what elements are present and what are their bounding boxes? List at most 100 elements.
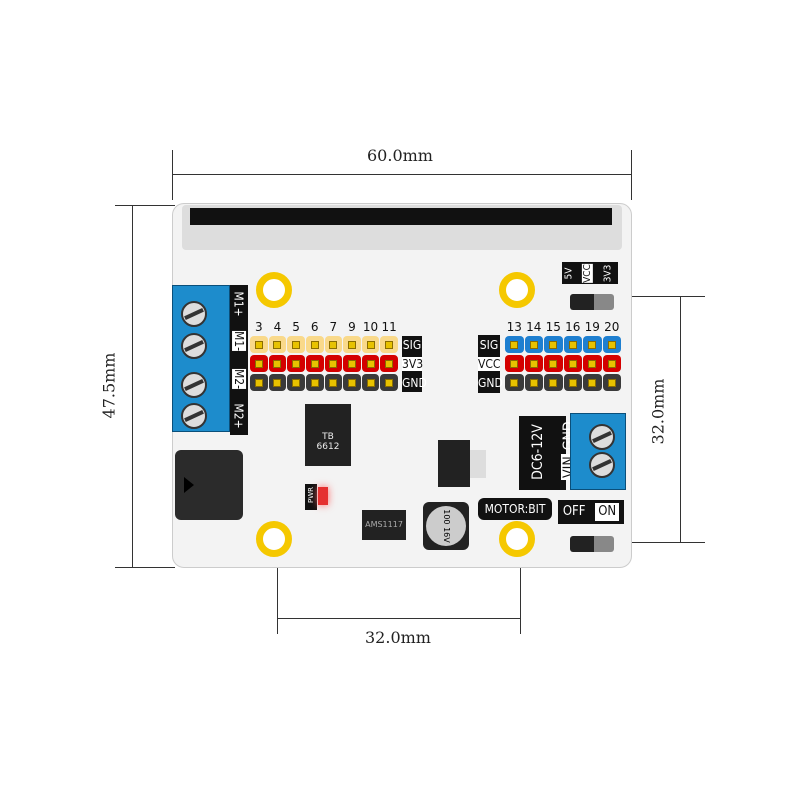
buzzer bbox=[175, 450, 243, 520]
regulator-lower: AMS1117 bbox=[362, 510, 406, 540]
mounting-hole bbox=[256, 521, 292, 557]
header-pin[interactable] bbox=[287, 374, 305, 391]
header-pin[interactable] bbox=[583, 336, 602, 353]
header-pin[interactable] bbox=[250, 374, 268, 391]
extension-line bbox=[520, 542, 521, 634]
header-pin[interactable] bbox=[268, 355, 287, 372]
header-pin[interactable] bbox=[361, 336, 380, 353]
extension-line bbox=[172, 150, 173, 200]
sig-label: SIG bbox=[479, 337, 499, 352]
header-pin[interactable] bbox=[602, 355, 621, 372]
header-pin[interactable] bbox=[287, 355, 305, 372]
header-pin[interactable] bbox=[524, 355, 543, 372]
dc-voltage-label: DC6-12V bbox=[530, 424, 546, 480]
gnd-label: GND bbox=[478, 376, 503, 391]
pin-number: 5 bbox=[292, 320, 300, 334]
hole-horizontal-label: 32.0mm bbox=[365, 628, 431, 647]
edge-connector-slot bbox=[190, 208, 612, 225]
header-pin[interactable] bbox=[563, 336, 582, 353]
pin-number: 9 bbox=[348, 320, 356, 334]
header-pin[interactable] bbox=[305, 336, 324, 353]
left-header-row-labels: SIG 3V3 GND bbox=[402, 336, 427, 392]
pin-number: 4 bbox=[273, 320, 282, 334]
extension-line bbox=[115, 567, 175, 568]
header-pin[interactable] bbox=[544, 355, 563, 372]
header-pin[interactable] bbox=[524, 374, 543, 391]
capacitor-value: 100 bbox=[442, 509, 451, 525]
header-pin[interactable] bbox=[343, 336, 361, 353]
dc-input-labels: DC6-12V VIN GND bbox=[519, 416, 577, 490]
on-label: ON bbox=[595, 503, 620, 521]
header-pin[interactable] bbox=[505, 374, 524, 391]
motor-terminal-block bbox=[172, 285, 230, 432]
header-pin[interactable] bbox=[268, 336, 287, 353]
header-pin[interactable] bbox=[250, 336, 268, 353]
height-label: 47.5mm bbox=[99, 352, 119, 419]
hole-horizontal-dimension-line bbox=[277, 618, 520, 619]
pin-number: 16 bbox=[565, 320, 581, 334]
chip-model: 6612 bbox=[316, 442, 340, 452]
power-select-jumper[interactable] bbox=[570, 294, 614, 310]
header-pin[interactable] bbox=[380, 355, 398, 372]
mounting-hole bbox=[499, 521, 535, 557]
motor-driver-chip: TB 6612 bbox=[305, 404, 351, 466]
off-label: OFF bbox=[562, 504, 586, 519]
header-pin[interactable] bbox=[305, 374, 324, 391]
header-pin[interactable] bbox=[602, 336, 621, 353]
5v-label: 5V bbox=[563, 267, 575, 279]
power-led bbox=[318, 487, 328, 505]
header-pin[interactable] bbox=[583, 374, 602, 391]
header-pin[interactable] bbox=[583, 355, 602, 372]
m2-minus-label: M2- bbox=[232, 368, 246, 389]
regulator-tab bbox=[470, 450, 486, 478]
header-pin[interactable] bbox=[544, 336, 563, 353]
header-pin[interactable] bbox=[250, 355, 268, 372]
pin-number: 14 bbox=[526, 320, 542, 334]
power-switch[interactable] bbox=[570, 536, 614, 552]
pin-number: 13 bbox=[506, 320, 522, 334]
header-pin[interactable] bbox=[343, 374, 361, 391]
pin-number: 10 bbox=[362, 320, 379, 334]
header-pin[interactable] bbox=[324, 336, 343, 353]
mounting-hole bbox=[499, 272, 535, 308]
hole-vertical-label: 32.0mm bbox=[648, 378, 668, 445]
pin-number: 15 bbox=[545, 320, 561, 334]
header-pin[interactable] bbox=[343, 355, 361, 372]
header-pin[interactable] bbox=[380, 336, 398, 353]
header-pin[interactable] bbox=[324, 355, 343, 372]
capacitor-voltage: 16V bbox=[442, 527, 451, 543]
mounting-hole bbox=[256, 272, 292, 308]
regulator-upper bbox=[438, 440, 470, 487]
m1-plus-label: M1+ bbox=[232, 291, 247, 317]
header-pin[interactable] bbox=[305, 355, 324, 372]
header-pin[interactable] bbox=[524, 336, 543, 353]
pin-number: 3 bbox=[254, 320, 263, 334]
pin-number: 11 bbox=[381, 320, 397, 334]
header-pin[interactable] bbox=[287, 336, 305, 353]
header-pin[interactable] bbox=[563, 374, 582, 391]
pin-number: 20 bbox=[604, 320, 620, 334]
header-pin[interactable] bbox=[380, 374, 398, 391]
header-pin[interactable] bbox=[505, 336, 524, 353]
power-select-labels: 5V VCC 3V3 bbox=[562, 262, 618, 284]
m2-plus-label: M2+ bbox=[232, 403, 247, 429]
extension-line bbox=[115, 205, 175, 206]
switch-labels: OFF ON bbox=[558, 500, 624, 524]
extension-line bbox=[277, 542, 278, 634]
header-pin[interactable] bbox=[268, 374, 287, 391]
pin-number: 6 bbox=[310, 320, 319, 334]
header-pin[interactable] bbox=[324, 374, 343, 391]
header-pin[interactable] bbox=[544, 374, 563, 391]
capacitor: 100 16V bbox=[423, 502, 469, 550]
gnd-label: GND bbox=[402, 375, 427, 390]
header-pin[interactable] bbox=[602, 374, 621, 391]
header-pin[interactable] bbox=[361, 374, 380, 391]
header-pin[interactable] bbox=[563, 355, 582, 372]
sig-label: SIG bbox=[402, 338, 422, 353]
header-pin[interactable] bbox=[361, 355, 380, 372]
header-pin[interactable] bbox=[505, 355, 524, 372]
dc-terminal-block bbox=[570, 413, 626, 490]
3v3-label: 3V3 bbox=[602, 264, 614, 282]
